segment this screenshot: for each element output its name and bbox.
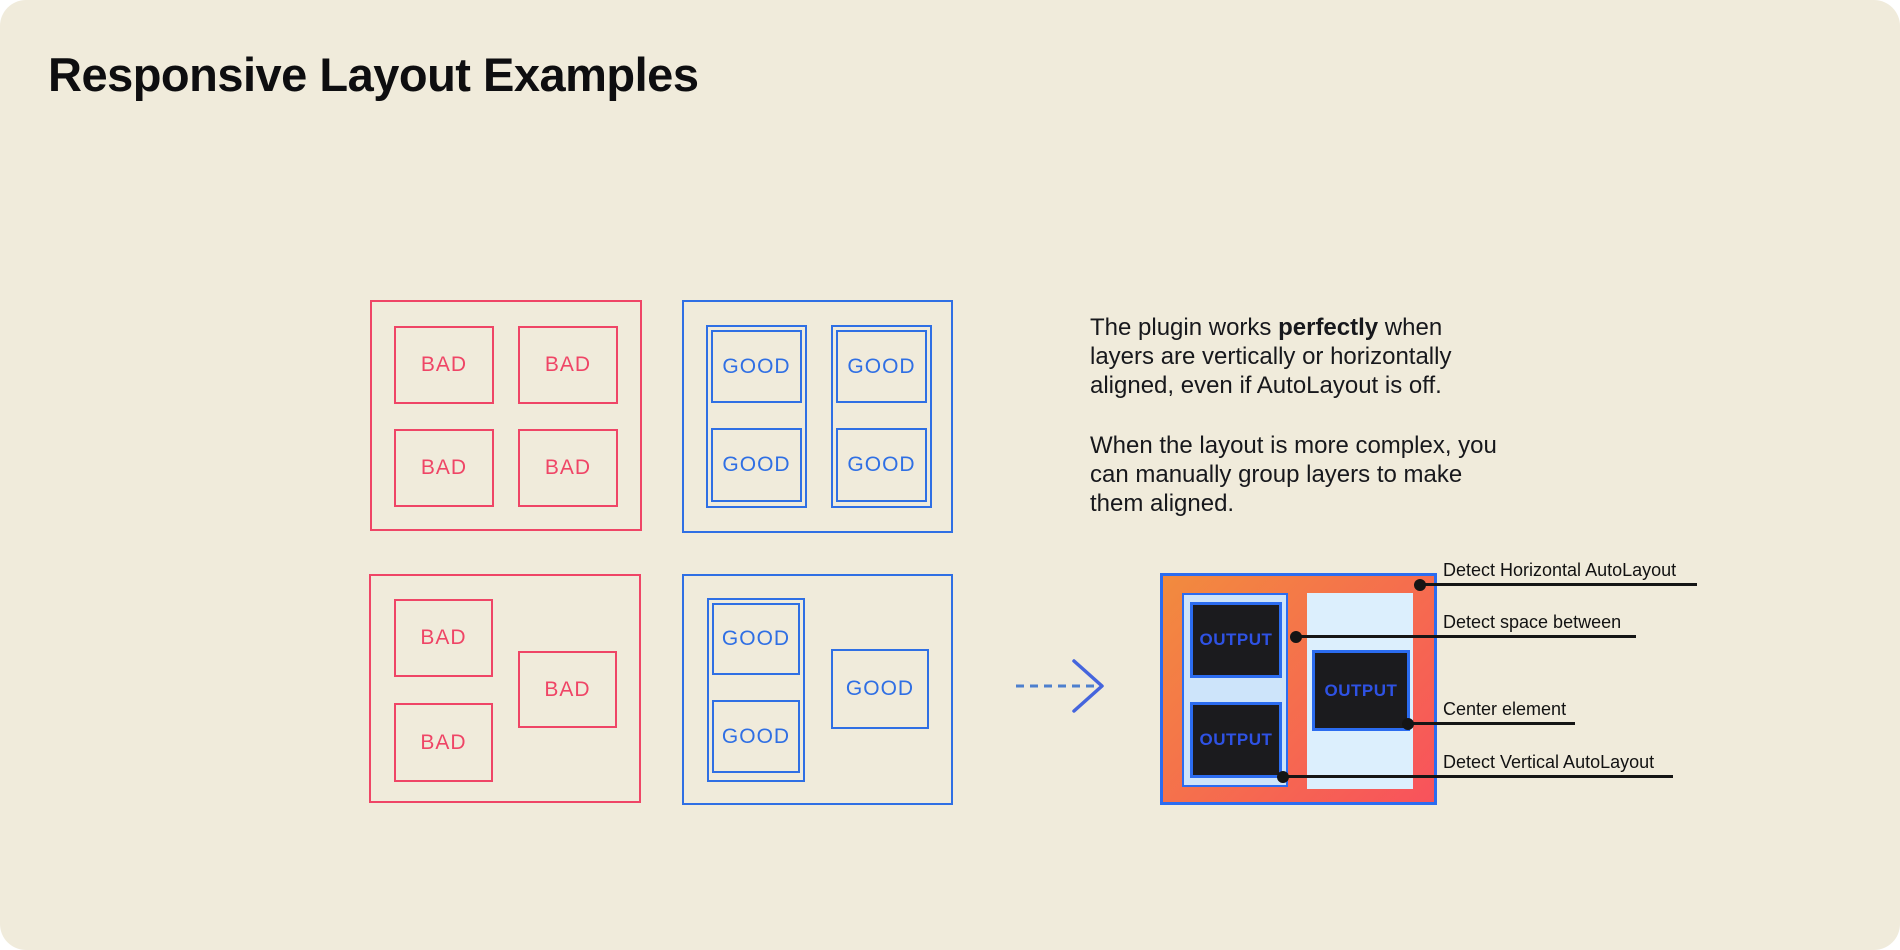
description-line-bold: perfectly	[1278, 314, 1379, 341]
good-box: GOOD	[831, 649, 929, 729]
description-line: them aligned.	[1090, 490, 1235, 517]
description-paragraph-2: When the layout is more complex, you can…	[1090, 431, 1497, 518]
bad-misaligned-panel: BAD BAD BAD	[369, 574, 641, 803]
annotation-line	[1296, 635, 1636, 638]
description-line-pre: The plugin works	[1090, 314, 1279, 341]
description-line: When the layout is more complex, you	[1090, 432, 1497, 459]
bad-box: BAD	[518, 326, 618, 404]
good-box: GOOD	[711, 330, 802, 403]
description-line: aligned, even if AutoLayout is off.	[1090, 372, 1442, 399]
annotation-dot	[1290, 631, 1302, 643]
annotation-label-center-element: Center element	[1443, 699, 1567, 719]
bad-box: BAD	[518, 651, 617, 728]
output-box: OUTPUT	[1190, 702, 1282, 778]
annotation-line	[1420, 583, 1697, 586]
good-column-group: GOOD GOOD	[706, 325, 807, 508]
description-line: layers are vertically or horizontally	[1090, 343, 1452, 370]
good-column-group: GOOD GOOD	[707, 598, 805, 782]
output-box: OUTPUT	[1190, 602, 1282, 678]
transform-arrow-icon	[1016, 659, 1104, 713]
output-vertical-group: OUTPUT OUTPUT	[1182, 593, 1288, 787]
bad-box: BAD	[394, 703, 493, 782]
output-center-box: OUTPUT	[1312, 650, 1410, 731]
bad-grid-panel: BAD BAD BAD BAD	[370, 300, 642, 531]
annotation-line	[1283, 775, 1673, 778]
annotation-label-horizontal-autolayout: Detect Horizontal AutoLayout	[1443, 560, 1677, 580]
description-text: The plugin works perfectly when layers a…	[1090, 313, 1497, 518]
description-line-post: when	[1378, 314, 1443, 341]
annotation-dot	[1402, 718, 1414, 730]
bad-box: BAD	[394, 326, 494, 404]
description-paragraph-1: The plugin works perfectly when layers a…	[1090, 313, 1497, 400]
annotation-dot	[1414, 579, 1426, 591]
good-box: GOOD	[836, 428, 927, 502]
annotation-line	[1408, 722, 1575, 725]
bad-box: BAD	[394, 599, 493, 677]
good-box: GOOD	[711, 428, 802, 502]
good-grouped-panel: GOOD GOOD GOOD	[682, 574, 953, 805]
good-column-group: GOOD GOOD	[831, 325, 932, 508]
page-title: Responsive Layout Examples	[48, 48, 699, 101]
good-box: GOOD	[836, 330, 927, 403]
annotation-label-space-between: Detect space between	[1443, 612, 1622, 632]
good-box: GOOD	[712, 700, 800, 773]
description-line: The plugin works perfectly when	[1090, 313, 1497, 342]
output-preview-panel: OUTPUT OUTPUT OUTPUT	[1160, 573, 1437, 805]
good-box: GOOD	[712, 603, 800, 675]
bad-box: BAD	[518, 429, 618, 507]
annotation-dot	[1277, 771, 1289, 783]
annotation-label-vertical-autolayout: Detect Vertical AutoLayout	[1443, 752, 1655, 772]
description-line: can manually group layers to make	[1090, 461, 1463, 488]
good-grid-panel: GOOD GOOD GOOD GOOD	[682, 300, 953, 533]
bad-box: BAD	[394, 429, 494, 507]
